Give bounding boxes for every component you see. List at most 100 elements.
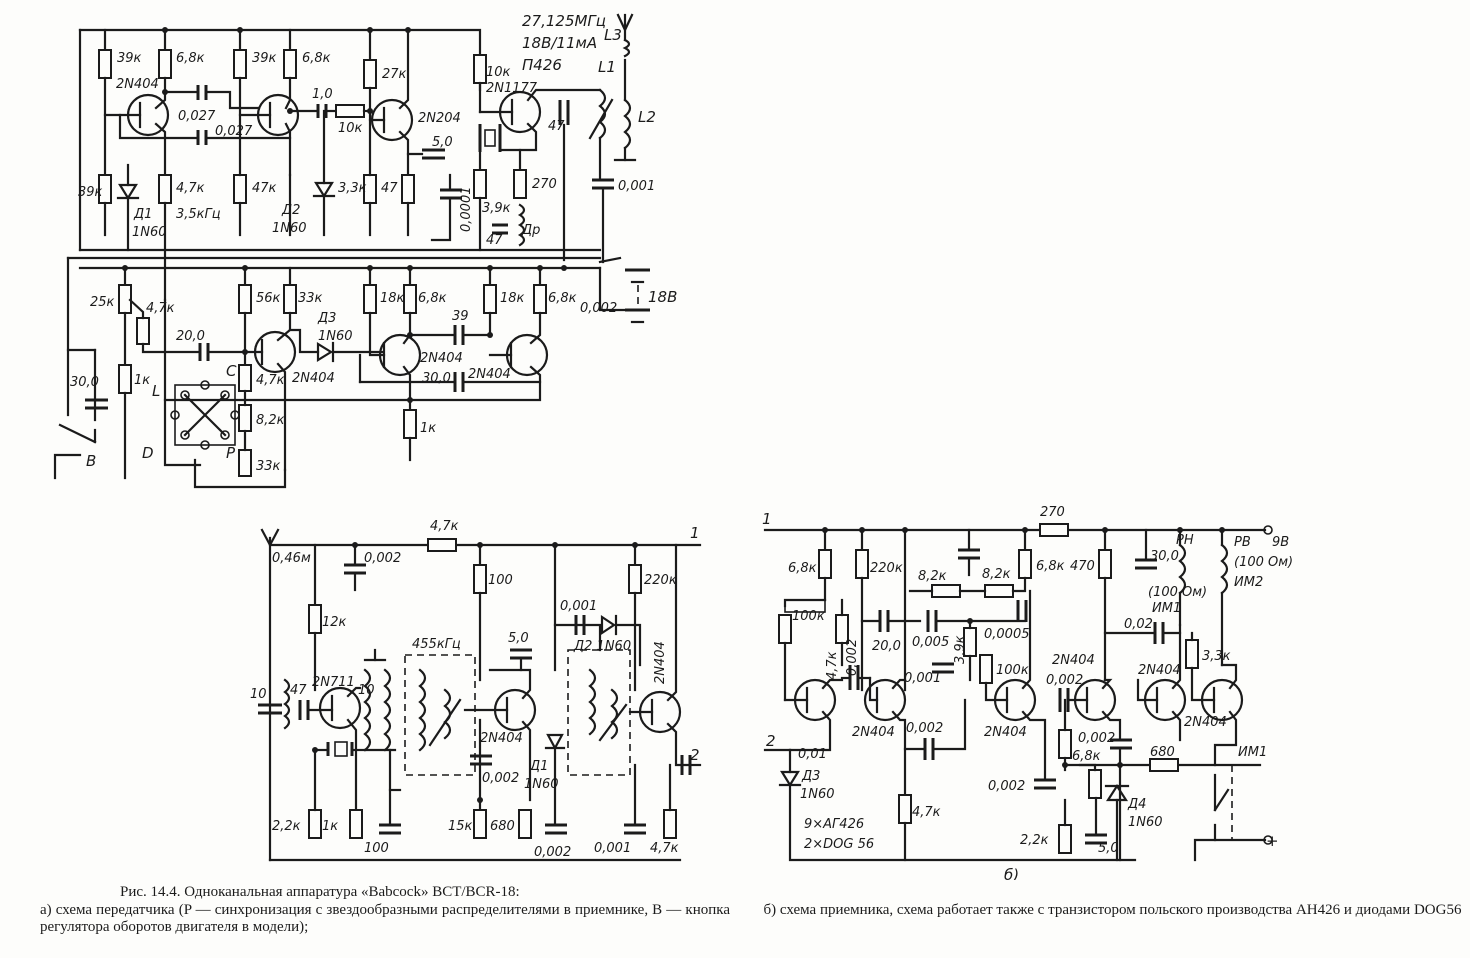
conv-label: 100: [488, 573, 513, 588]
rx-label: 0,0005: [984, 627, 1030, 642]
tx-supply: 18В/11мА: [522, 34, 597, 52]
rx-label: 2N404: [1138, 663, 1181, 678]
rx-label: 0,002: [1046, 673, 1083, 688]
rx-label: 30,0: [1150, 549, 1179, 564]
tx-label: 30,0: [70, 375, 99, 390]
tx-label: 18к: [500, 291, 525, 306]
rx-label: 9×АГ426: [804, 817, 864, 832]
tx-label: Д2: [281, 203, 300, 218]
rx-label: 1: [762, 510, 772, 528]
rx-label: 2N404: [1052, 653, 1095, 668]
conv-label: 47: [290, 683, 307, 698]
rx-label: ИМ2: [1234, 575, 1263, 590]
conv-label: 10: [250, 687, 267, 702]
rx-label: (100 Ом): [1148, 585, 1207, 600]
conv-label: 0,001: [594, 841, 631, 856]
conv-label: 4,7к: [430, 519, 459, 534]
rx-label: 0,005: [912, 635, 949, 650]
conv-label: 5,0: [508, 631, 529, 646]
tx-label: C: [226, 362, 237, 380]
conv-label: Д1: [529, 759, 548, 774]
rx-label: 20,0: [872, 639, 901, 654]
rx-label: РВ: [1234, 535, 1251, 550]
tx-label: 39к: [78, 185, 103, 200]
rx-label: 6,8к: [1036, 559, 1065, 574]
tx-pa-transistor: П426: [522, 56, 562, 74]
rx-label: 270: [1040, 505, 1065, 520]
conv-label: 2N404: [653, 641, 668, 684]
tx-label: Др: [521, 223, 540, 238]
tx-label: 6,8к: [548, 291, 577, 306]
rx-label: 5,0: [1098, 841, 1119, 856]
transmitter-schematic: 27,125МГц 18В/11мА П426 39к 6,8к 39к 6,8…: [53, 12, 677, 489]
conv-label: 1: [690, 524, 700, 542]
tx-label: 3,3к: [338, 181, 367, 196]
tx-label: 56к: [256, 291, 281, 306]
rx-label: 2N404: [852, 725, 895, 740]
conv-label: 2N404: [480, 731, 523, 746]
tx-label: 0,027: [215, 124, 253, 139]
conv-label: 0,002: [364, 551, 401, 566]
tx-label: 33к: [256, 459, 281, 474]
conv-label: 1к: [322, 819, 338, 834]
rx-label: Д3: [801, 769, 820, 784]
tx-label: 2N404: [116, 77, 159, 92]
tx-label: 30,0: [422, 371, 451, 386]
rx-label: 220к: [870, 561, 903, 576]
rx-label: 3,3к: [1202, 649, 1231, 664]
tx-label: 47: [548, 119, 565, 134]
conv-label: 220к: [644, 573, 677, 588]
rx-label: 100к: [996, 663, 1029, 678]
tx-label: 2N404: [420, 351, 463, 366]
rx-label: 4,7к: [912, 805, 941, 820]
conv-label: 2N711: [312, 675, 355, 690]
tx-label: 47: [381, 181, 398, 196]
rx-label: ИМ1: [1152, 601, 1181, 616]
caption-transmitter: а) схема передатчика (P — синхронизация …: [40, 902, 730, 935]
conv-label: 4,7к: [650, 841, 679, 856]
rx-label: 6,8к: [788, 561, 817, 576]
tx-label: 0,027: [178, 109, 216, 124]
tx-label: L2: [638, 108, 656, 126]
tx-label: 0,002: [580, 301, 617, 316]
conv-label: 15к: [448, 819, 473, 834]
tx-label: 39к: [117, 51, 142, 66]
tx-label: 1к: [420, 421, 436, 436]
rx-label: 0,02: [1124, 617, 1153, 632]
tx-label: 8,2к: [256, 413, 285, 428]
rx-label: 0,002: [1078, 731, 1115, 746]
tx-label: 1N60: [132, 225, 167, 240]
tx-label: 6,8к: [176, 51, 205, 66]
tx-label: 1N60: [318, 329, 353, 344]
conv-label: 2: [690, 746, 700, 764]
rx-label: 1N60: [1128, 815, 1163, 830]
conv-label: 1N60: [524, 777, 559, 792]
tx-label: 1к: [134, 373, 150, 388]
tx-label: 3,5кГц: [176, 207, 221, 222]
tx-label: 4,7к: [256, 373, 285, 388]
tx-label: 2N404: [292, 371, 335, 386]
conv-label: 680: [490, 819, 515, 834]
tx-label: Д1: [133, 207, 152, 222]
conv-label: 100: [364, 841, 389, 856]
conv-label: 0,002: [482, 771, 519, 786]
tx-label: 6,8к: [302, 51, 331, 66]
rx-label: 2×DOG 56: [804, 837, 874, 852]
tx-label: 2N1177: [486, 81, 538, 96]
rx-label: 0,002: [988, 779, 1025, 794]
tx-label: P: [226, 444, 236, 462]
conv-label: 10: [358, 683, 375, 698]
tx-label: 270: [532, 177, 557, 192]
tx-label: 10к: [338, 121, 363, 136]
rx-label: 2: [766, 732, 776, 750]
tx-label: L3: [604, 26, 622, 44]
conv-label: Д2 1N60: [573, 639, 631, 654]
conv-label: 0,002: [534, 845, 571, 860]
tx-label: 4,7к: [176, 181, 205, 196]
figure-title: Рис. 14.4. Одноканальная аппаратура «Bab…: [120, 884, 520, 900]
rx-label: 0,002: [906, 721, 943, 736]
rx-label: ИМ1: [1238, 745, 1267, 760]
receiver-schematic: 1 270 9В 6,8к 220к 8,2к 8,2к 6,8к 470 РН…: [762, 505, 1293, 880]
tx-label: 0,0001: [459, 187, 474, 233]
